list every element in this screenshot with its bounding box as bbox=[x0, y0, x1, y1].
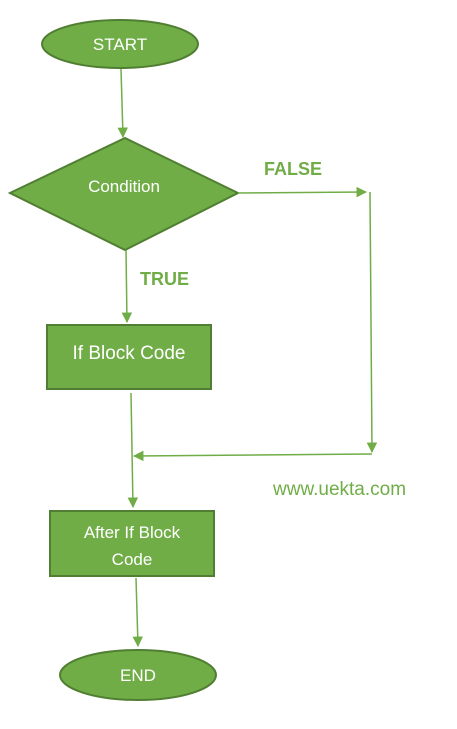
watermark-text: www.uekta.com bbox=[272, 479, 406, 500]
connector-start-to-condition bbox=[117, 68, 128, 139]
condition-label: Condition bbox=[88, 177, 160, 196]
true-edge-label: TRUE bbox=[140, 269, 189, 289]
connector-after-to-end bbox=[132, 577, 143, 648]
if-block-label: If Block Code bbox=[73, 343, 186, 364]
after-block-label-line1: After If Block bbox=[84, 523, 181, 542]
end-terminal bbox=[59, 649, 217, 701]
start-terminal bbox=[41, 19, 199, 69]
end-label: END bbox=[120, 666, 156, 685]
start-label: START bbox=[93, 35, 147, 54]
after-block-label-line2: Code bbox=[112, 550, 153, 569]
condition-decision bbox=[7, 136, 241, 252]
after-block-process bbox=[49, 510, 215, 577]
if-block-process bbox=[46, 324, 212, 390]
false-edge-label: FALSE bbox=[264, 159, 322, 179]
connector-if-to-after bbox=[127, 392, 139, 509]
connector-false-horizontal bbox=[237, 186, 368, 198]
connector-true bbox=[121, 249, 133, 324]
connector-false-vertical bbox=[366, 191, 378, 454]
connector-false-return bbox=[132, 450, 373, 462]
